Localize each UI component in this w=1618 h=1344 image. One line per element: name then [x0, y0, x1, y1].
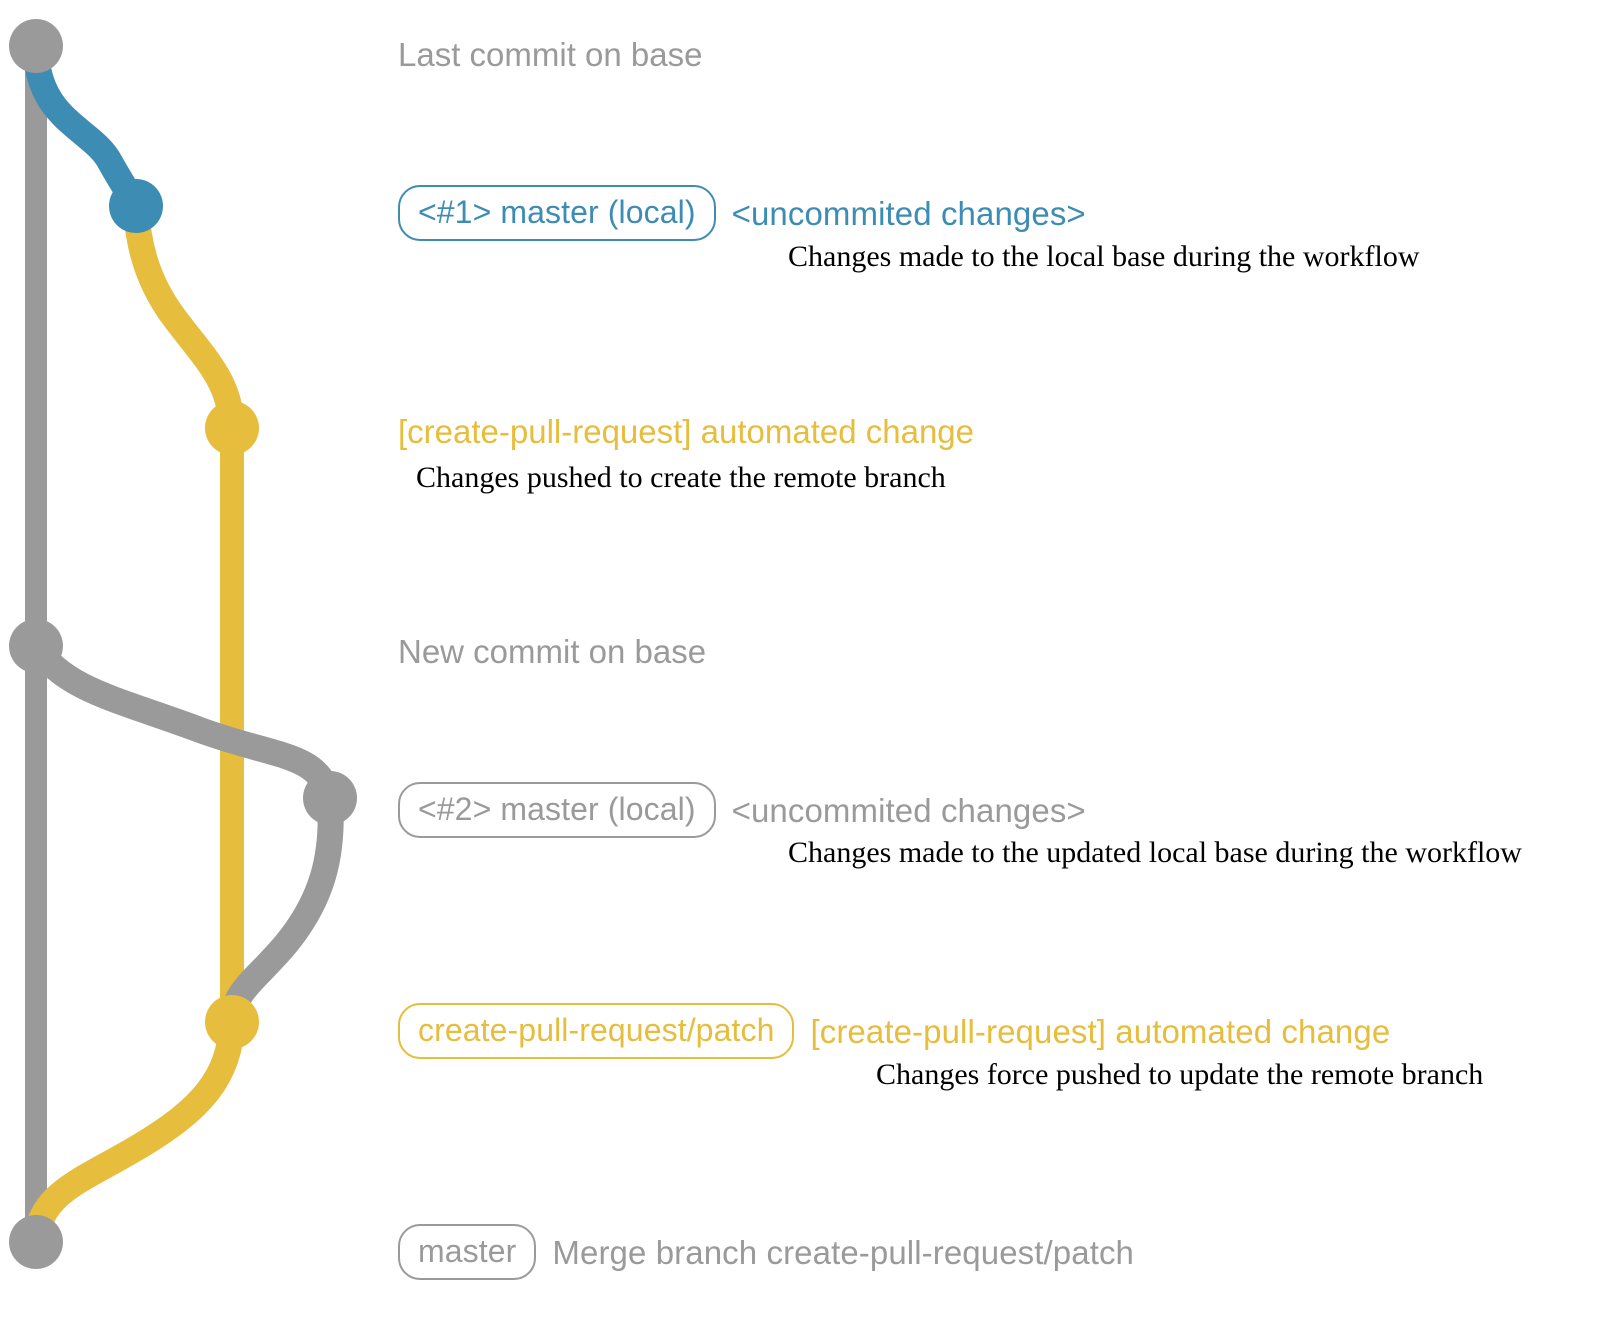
entry-merge: master Merge branch create-pull-request/… [398, 1224, 1134, 1280]
edge-patch-2-to-merge [23, 1009, 245, 1255]
entry-patch-1-description: Changes pushed to create the remote bran… [416, 461, 946, 494]
entry-last-commit-on-base-subject: Last commit on base [398, 36, 703, 73]
ref-chip-local-2[interactable]: <#2> master (local) [398, 782, 716, 838]
commit-node-base-last[interactable] [9, 19, 63, 73]
entry-patch-2-subject: [create-pull-request] automated change [810, 1012, 1391, 1050]
ref-chip-master[interactable]: master [398, 1224, 537, 1280]
ref-chip-local-1[interactable]: <#1> master (local) [398, 185, 716, 241]
entry-local-2-description: Changes made to the updated local base d… [788, 836, 1522, 869]
entry-patch-1-subject: [create-pull-request] automated change [398, 413, 975, 450]
ref-chip-patch-2[interactable]: create-pull-request/patch [398, 1003, 795, 1059]
commit-node-local-2[interactable] [303, 771, 357, 825]
entry-merge-subject: Merge branch create-pull-request/patch [552, 1233, 1135, 1271]
entry-local-1: <#1> master (local) <uncommited changes> [398, 185, 1086, 241]
commit-node-local-1[interactable] [109, 179, 163, 233]
entry-patch-2: create-pull-request/patch [create-pull-r… [398, 1003, 1390, 1059]
entry-patch-2-description: Changes force pushed to update the remot… [876, 1058, 1484, 1091]
entry-local-2: <#2> master (local) <uncommited changes> [398, 782, 1086, 838]
entry-new-commit-on-base-subject: New commit on base [398, 633, 707, 670]
commit-node-patch-1[interactable] [205, 401, 259, 455]
commit-node-patch-2[interactable] [205, 995, 259, 1049]
edge-base-new-to-local-2 [23, 633, 343, 811]
entry-local-1-description: Changes made to the local base during th… [788, 240, 1420, 273]
commit-graph [9, 19, 357, 1269]
entry-local-2-subject: <uncommited changes> [731, 791, 1086, 829]
commit-node-base-new[interactable] [9, 619, 63, 673]
commit-node-merge[interactable] [9, 1215, 63, 1269]
edge-local-2-to-patch-2 [219, 785, 344, 1035]
edge-local-1-to-patch-1 [123, 193, 245, 441]
entry-local-1-subject: <uncommited changes> [731, 194, 1086, 232]
